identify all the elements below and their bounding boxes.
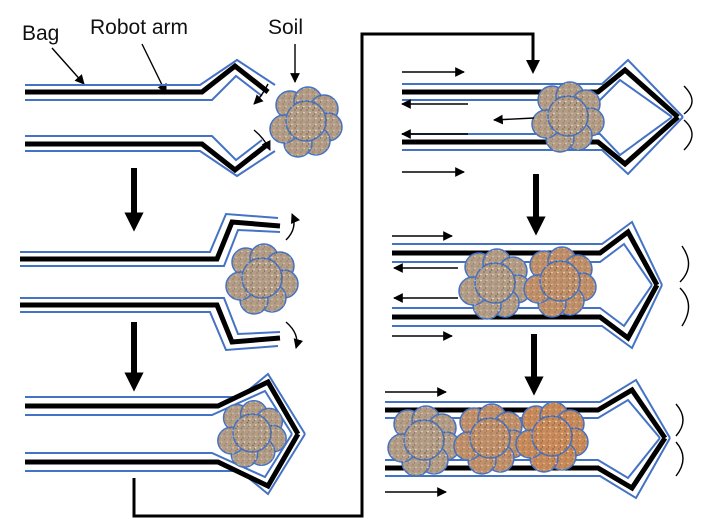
bag-label: Bag [22,22,59,45]
step-1-open-gripper [25,58,343,178]
step-6-bag-pull-three [385,378,684,500]
curl-6a [675,403,684,437]
soil-label: Soil [268,16,303,39]
rotate-arrow-2b [285,321,304,349]
curl-5b [679,287,690,327]
connector-arrowhead [526,60,540,74]
robot-arm-label: Robot arm [90,16,188,39]
step-3-gripper-closed [25,372,306,496]
rotate-arrow-1b [253,129,271,151]
curl-5a [679,245,690,283]
rotate-arrow-1a [253,83,269,105]
step-5-bag-pull-two [392,220,690,350]
curl-4a [683,85,693,115]
step-4-bag-pull-one [401,58,693,177]
rotate-arrow-2a [285,213,300,241]
column-connector [132,32,535,518]
soil-pull-arrow-4 [493,114,535,125]
bag-leader-arrow [51,47,85,85]
step-2-fingers-folding [20,212,304,352]
curl-4b [683,119,693,151]
curl-6b [675,441,684,477]
